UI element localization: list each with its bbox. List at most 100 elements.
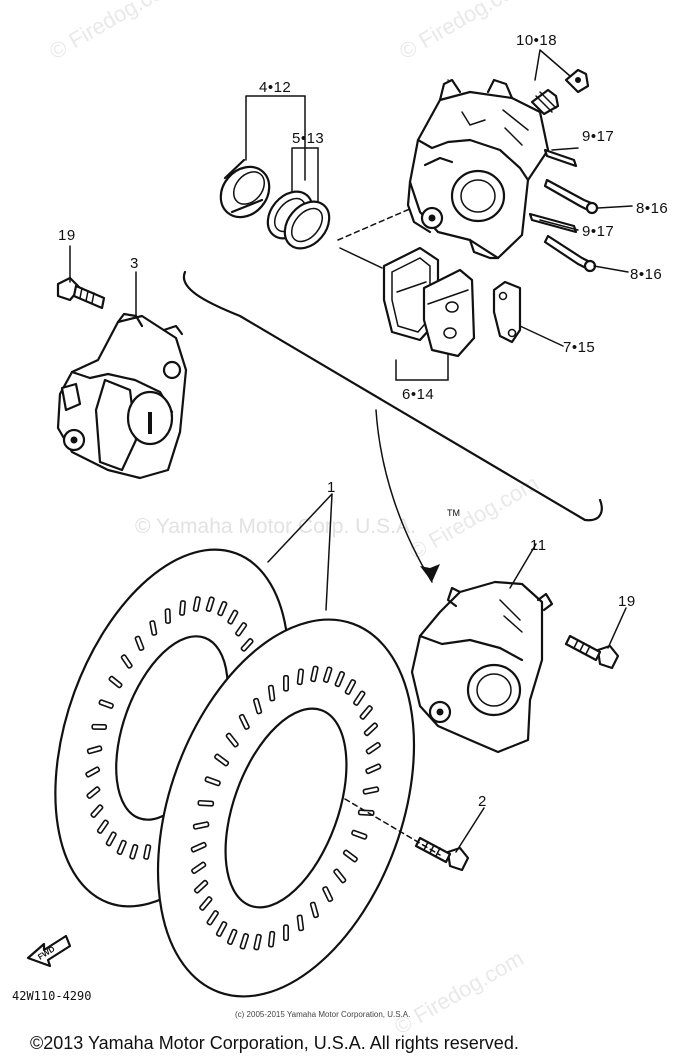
- trademark-tm: TM: [447, 508, 460, 518]
- left-caliper: [56, 312, 188, 480]
- watermark-yamaha: © Yamaha Motor Corp. U.S.A.: [135, 515, 416, 538]
- disc-slot: [129, 844, 139, 860]
- bolt-disc: [414, 836, 470, 872]
- disc-slot: [91, 723, 108, 730]
- disc-slot: [215, 921, 228, 937]
- disc-slot: [199, 896, 213, 911]
- arrow-head: [420, 564, 440, 582]
- watermark-firedog: © Firedog.com: [390, 945, 528, 1039]
- disc-slot: [253, 933, 262, 951]
- disc-slot: [192, 596, 201, 612]
- disc-slot: [296, 668, 305, 686]
- label-9-17-b: 9•17: [582, 223, 614, 240]
- disc-slot: [309, 901, 319, 919]
- disc-slot: [344, 679, 357, 695]
- disc-slot: [235, 622, 248, 637]
- disc-slot: [238, 713, 250, 730]
- upper-caliper: [406, 68, 599, 273]
- label-5-13: 5•13: [292, 130, 324, 147]
- label-6-14: 6•14: [402, 386, 434, 403]
- label-19-right: 19: [618, 593, 636, 610]
- reference-line: [375, 409, 433, 583]
- disc-slot: [105, 831, 117, 847]
- brake-pads: [382, 246, 522, 358]
- disc-slot: [205, 596, 215, 612]
- label-9-17-a: 9•17: [582, 128, 614, 145]
- fwd-arrow: FWD: [26, 934, 72, 968]
- label-8-16-b: 8•16: [630, 266, 662, 283]
- disc-slot: [86, 745, 103, 755]
- disc-slot: [179, 600, 186, 616]
- disc-slot: [190, 841, 207, 853]
- disc-slot: [365, 763, 382, 775]
- disc-slot: [214, 753, 230, 767]
- brake-disc-front: [156, 618, 416, 998]
- leader-lines: [69, 49, 633, 856]
- disc-slot: [134, 635, 145, 651]
- disc-slot: [143, 844, 152, 860]
- disc-slot: [191, 861, 207, 875]
- disc-slot: [96, 819, 109, 834]
- disc-slot: [365, 741, 381, 755]
- disc-slot: [90, 804, 104, 818]
- disc-slot: [322, 886, 334, 903]
- disc-slot: [197, 799, 215, 807]
- disc-slot: [240, 638, 254, 652]
- disc-slot: [310, 665, 319, 683]
- label-3: 3: [130, 255, 139, 272]
- disc-slot: [283, 924, 290, 942]
- disc-slot: [98, 699, 114, 709]
- label-2: 2: [478, 793, 487, 810]
- disc-slot: [108, 675, 123, 689]
- label-1: 1: [327, 479, 336, 496]
- watermark-firedog: © Firedog.com: [405, 470, 543, 564]
- disc-slot: [322, 666, 333, 683]
- disc-slot: [342, 849, 358, 863]
- disc-slot: [227, 609, 239, 625]
- label-19-left: 19: [58, 227, 76, 244]
- disc-slot: [239, 933, 250, 950]
- disc-slot: [333, 868, 347, 884]
- bolt-left: [56, 276, 106, 310]
- disc-slot: [86, 786, 101, 799]
- disc-slot: [267, 930, 276, 948]
- label-8-16-a: 8•16: [636, 200, 668, 217]
- disc-slot: [282, 674, 289, 692]
- disc-slot: [296, 914, 305, 932]
- small-copyright: (c) 2005-2015 Yamaha Motor Corporation, …: [235, 1010, 410, 1019]
- disc-slot: [253, 697, 263, 715]
- disc-slot: [204, 776, 221, 787]
- label-7-15: 7•15: [563, 339, 595, 356]
- bolt-right: [564, 634, 620, 670]
- disc-slot: [351, 829, 368, 840]
- disc-slot: [217, 600, 228, 617]
- diagram-code: 42W110-4290: [12, 989, 91, 1003]
- disc-slot: [192, 821, 210, 830]
- disc-slot: [363, 722, 379, 737]
- disc-slot: [334, 670, 346, 688]
- disc-slot: [193, 879, 209, 894]
- part-labels: 10•18 4•12 5•13 9•17 8•16 9•17 8•16 19 3…: [58, 32, 668, 810]
- footer-copyright: ©2013 Yamaha Motor Corporation, U.S.A. A…: [30, 1033, 519, 1053]
- label-11: 11: [530, 537, 547, 554]
- watermark-firedog: © Firedog.com: [395, 0, 533, 64]
- label-10-18: 10•18: [516, 32, 557, 49]
- disc-slot: [206, 910, 219, 926]
- piston-and-seals: [219, 158, 331, 250]
- disc-slot: [225, 732, 239, 748]
- disc-slot: [116, 839, 127, 856]
- disc-slot: [226, 928, 238, 946]
- watermark-firedog: © Firedog.com: [45, 0, 183, 64]
- label-4-12: 4•12: [259, 79, 291, 96]
- disc-slot: [353, 690, 366, 706]
- disc-slot: [85, 766, 101, 778]
- right-caliper: [410, 580, 554, 754]
- disc-slot: [267, 684, 276, 702]
- divider-curve: [182, 270, 603, 522]
- disc-slot: [362, 786, 380, 795]
- disc-front-slots: [190, 665, 382, 951]
- disc-slot: [359, 705, 373, 720]
- disc-slot: [120, 654, 133, 669]
- disc-slot: [164, 608, 172, 624]
